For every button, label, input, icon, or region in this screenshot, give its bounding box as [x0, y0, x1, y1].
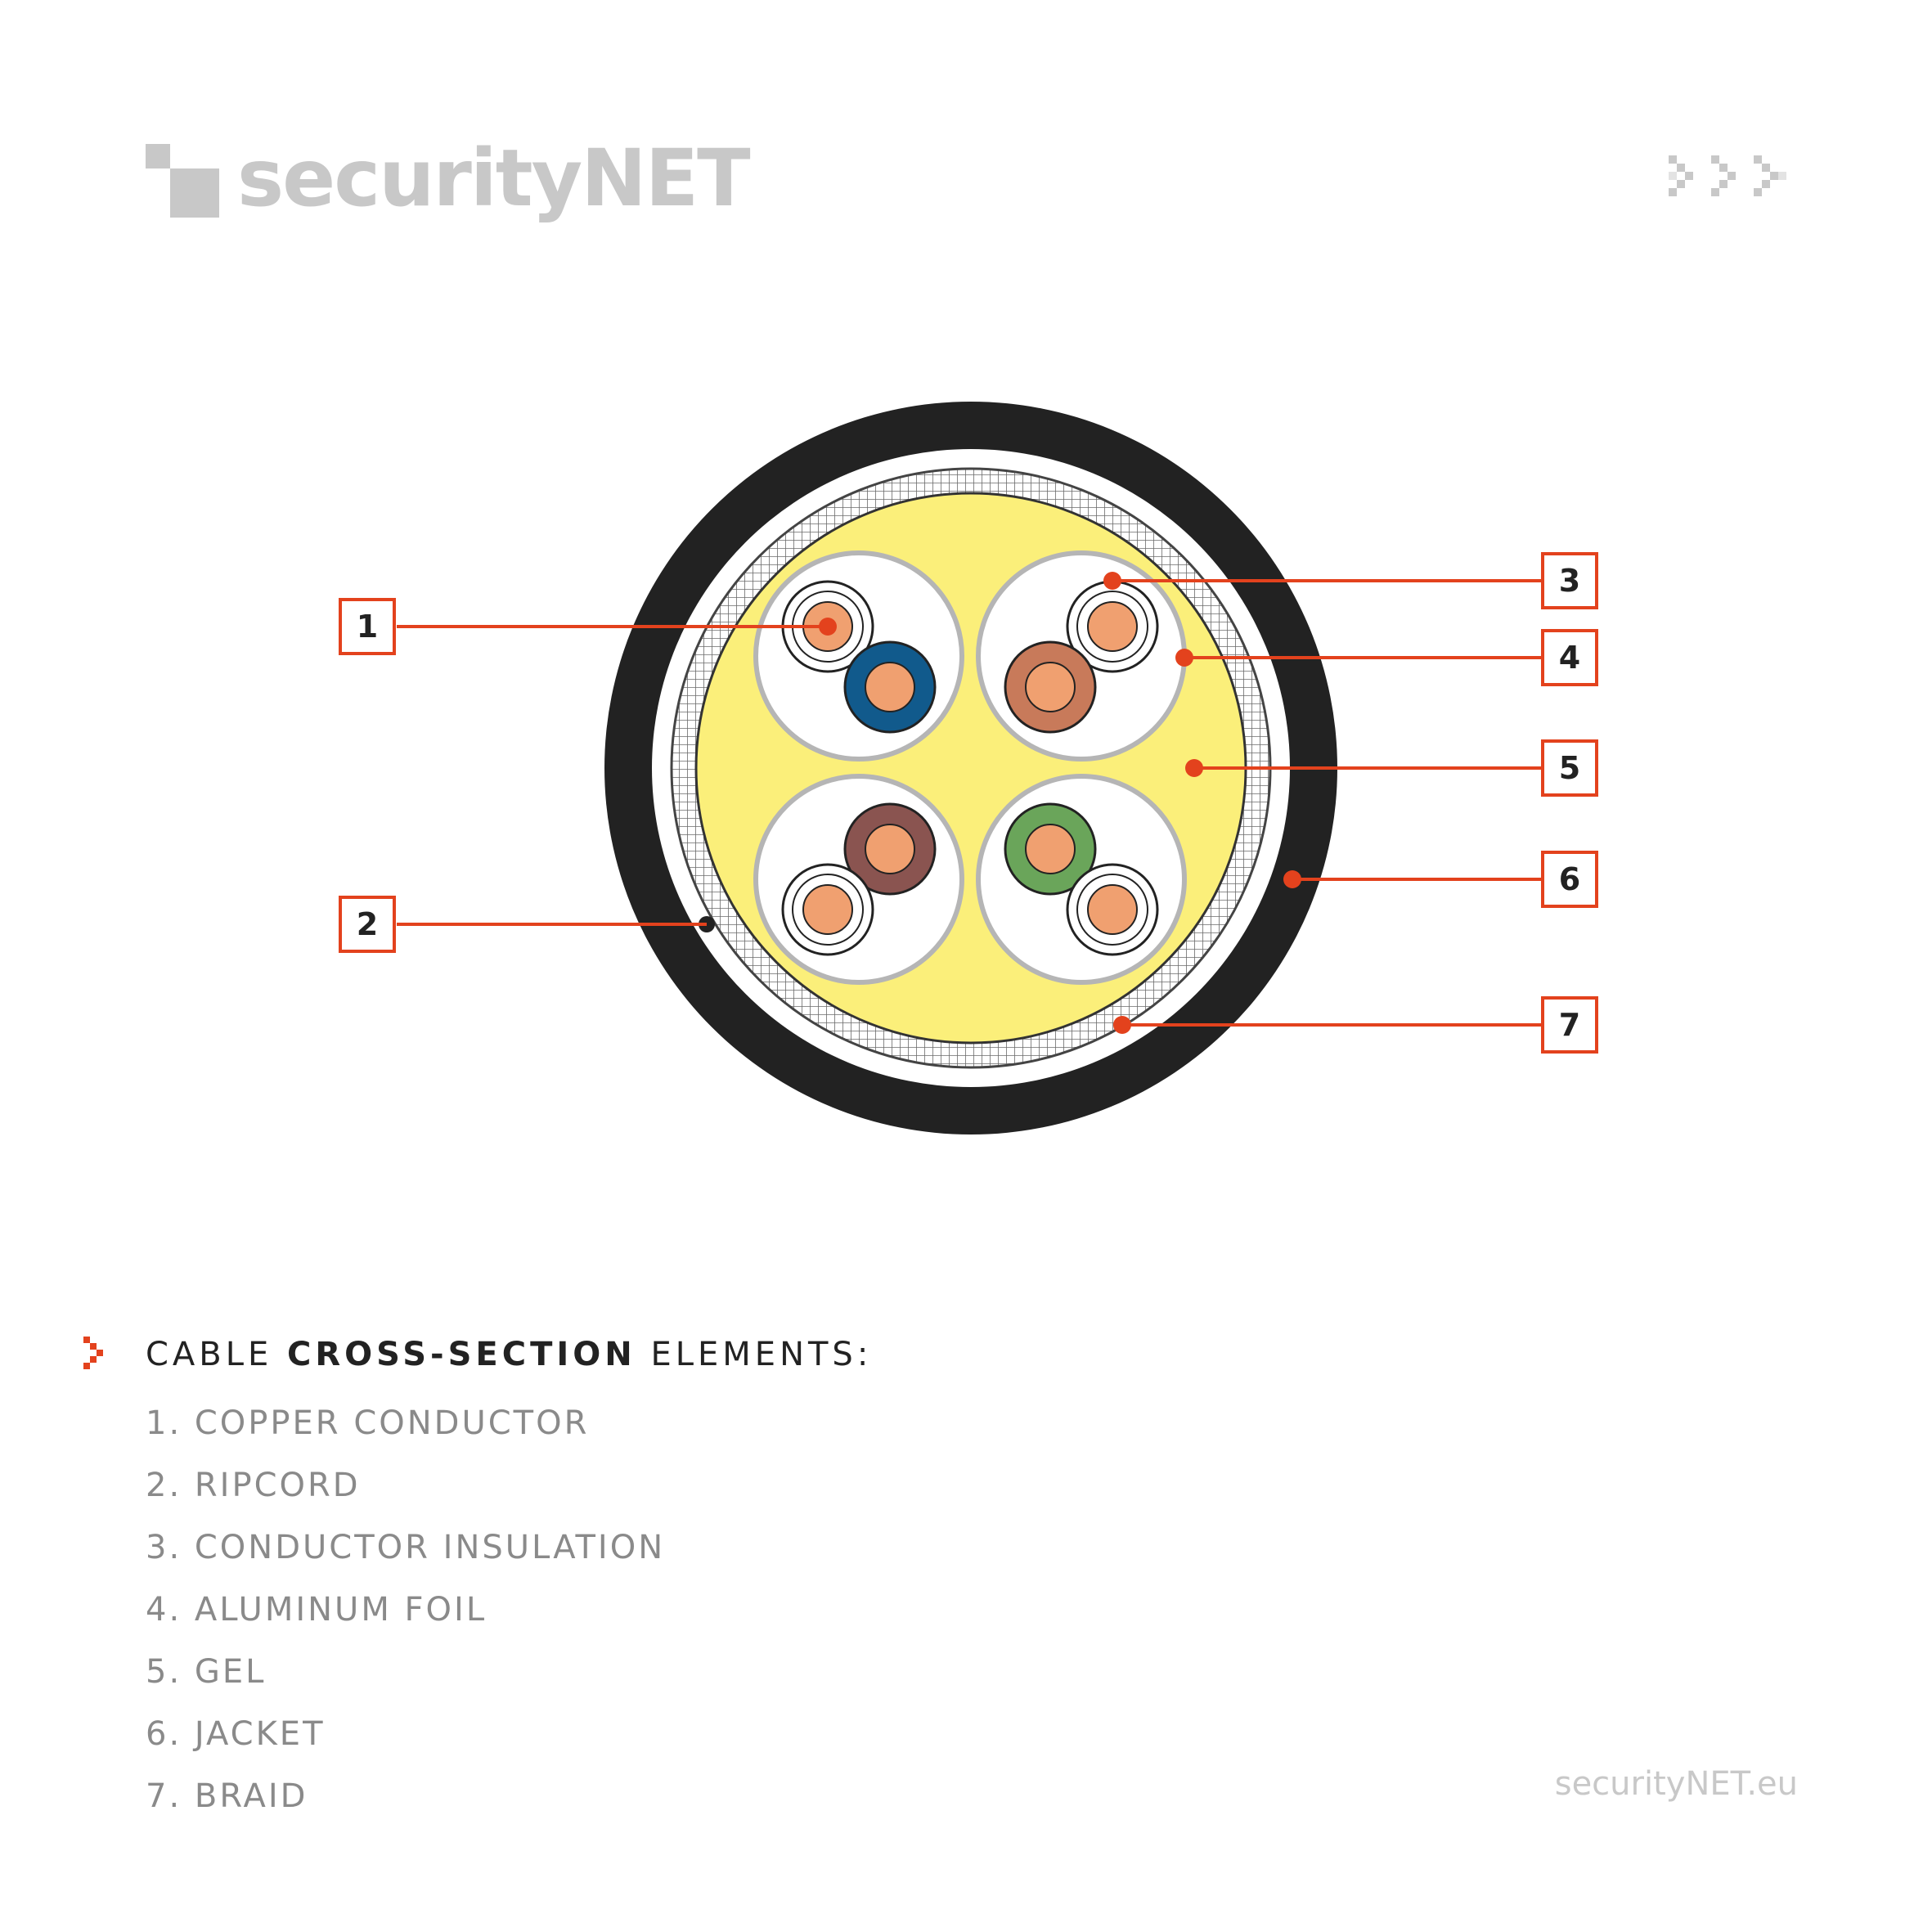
legend-item: 3. CONDUCTOR INSULATION — [146, 1529, 666, 1566]
callout-2: 2 — [339, 896, 396, 953]
legend-item: 1. COPPER CONDUCTOR — [146, 1404, 590, 1442]
leader-dot-6 — [1283, 870, 1301, 888]
callout-5: 5 — [1541, 739, 1598, 797]
copper-conductor — [1087, 601, 1138, 652]
copper-conductor — [802, 884, 853, 935]
copper-conductor — [865, 662, 915, 712]
legend-item: 5. GEL — [146, 1653, 267, 1691]
leader-dot-3 — [1103, 572, 1121, 590]
cable-cross-section-diagram — [397, 402, 1541, 1134]
copper-conductor — [1087, 884, 1138, 935]
twisted-pair-bottom-left — [753, 774, 964, 985]
legend-item: 7. BRAID — [146, 1777, 308, 1815]
legend: CABLE CROSS-SECTION ELEMENTS: 1. COPPER … — [83, 1332, 872, 1827]
legend-list: 1. COPPER CONDUCTOR 2. RIPCORD 3. CONDUC… — [146, 1392, 872, 1827]
callout-7: 7 — [1541, 996, 1598, 1054]
site-url: securityNET.eu — [1554, 1765, 1798, 1803]
legend-item: 4. ALUMINUM FOIL — [146, 1591, 487, 1629]
legend-title-suffix: ELEMENTS: — [650, 1336, 873, 1373]
copper-conductor — [1025, 662, 1076, 712]
leader-dot-5 — [1185, 759, 1203, 777]
callout-6: 6 — [1541, 851, 1598, 908]
logo-text: securityNET — [237, 133, 751, 224]
legend-item: 6. JACKET — [146, 1715, 326, 1753]
copper-conductor — [865, 824, 915, 874]
leader-dot-4 — [1175, 649, 1193, 667]
copper-conductor — [1025, 824, 1076, 874]
twisted-pair-top-right — [976, 550, 1187, 762]
callout-1: 1 — [339, 598, 396, 655]
logo-mark-icon — [146, 144, 219, 218]
chevron-right-icon — [83, 1337, 103, 1369]
callout-3: 3 — [1541, 552, 1598, 609]
callout-4: 4 — [1541, 629, 1598, 686]
legend-title-prefix: CABLE — [146, 1336, 273, 1373]
gel — [694, 492, 1247, 1045]
twisted-pair-bottom-right — [976, 774, 1187, 985]
leader-dot-1 — [819, 618, 837, 636]
twisted-pair-top-left — [753, 550, 964, 762]
chevrons-right-icon — [1669, 155, 1786, 196]
legend-title: CABLE CROSS-SECTION ELEMENTS: — [146, 1332, 872, 1377]
legend-item: 2. RIPCORD — [146, 1467, 361, 1504]
legend-title-bold: CROSS-SECTION — [287, 1336, 636, 1373]
leader-dot-7 — [1113, 1016, 1131, 1034]
